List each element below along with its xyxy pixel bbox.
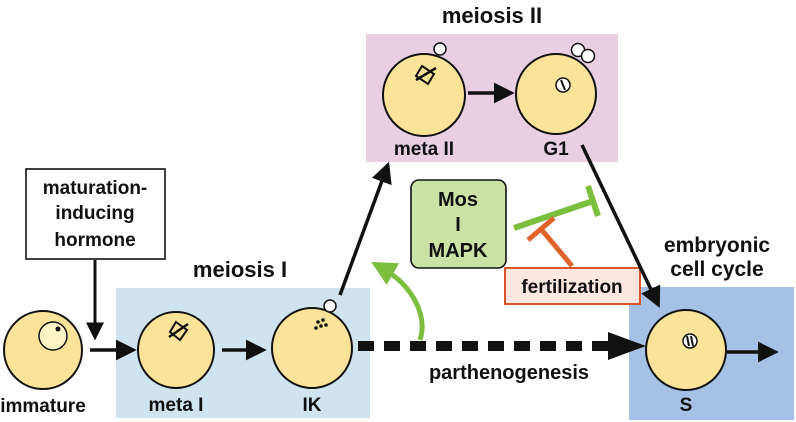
mapk-label: MAPK — [429, 240, 488, 262]
parthenogenesis-label: parthenogenesis — [429, 362, 589, 384]
g1-egg — [515, 42, 597, 135]
ik-to-meta2-arrow — [338, 161, 392, 296]
hormone-box — [25, 168, 166, 260]
g1-to-s-arrow — [580, 144, 661, 308]
immature-label: immature — [0, 396, 86, 417]
meta2-label: meta II — [394, 139, 454, 160]
meiosis-2-title: meiosis II — [442, 3, 542, 28]
mos-mapk-link: I — [455, 214, 461, 236]
mos-inhibits-g1-transition — [513, 185, 601, 231]
meiosis-1-title: meiosis I — [193, 257, 287, 282]
fertilization-label: fertilization — [521, 277, 622, 298]
mos-mapk-box — [410, 179, 507, 269]
s-label: S — [680, 395, 693, 416]
fertilization-inhibits-mos — [526, 216, 574, 268]
s-embryo — [645, 309, 727, 391]
embryonic-title-line1: embryonic — [664, 234, 771, 257]
hormone-line3: hormone — [54, 230, 135, 251]
meta2-oocyte — [382, 42, 466, 137]
parthenogenesis-arrow — [358, 332, 646, 360]
meta1-label: meta I — [149, 395, 204, 416]
mos-label: Mos — [438, 189, 478, 211]
hormone-line2: inducing — [55, 203, 134, 224]
meta1-oocyte — [137, 311, 215, 389]
g1-label: G1 — [543, 139, 569, 160]
ik-oocyte — [271, 299, 353, 389]
hormone-line1: maturation- — [43, 178, 148, 199]
parthenogenesis-activation-arrow — [371, 261, 425, 341]
fertilization-box — [504, 267, 641, 305]
ik-label: IK — [303, 395, 322, 416]
immature-oocyte — [3, 310, 83, 390]
embryonic-title-line2: cell cycle — [670, 258, 763, 281]
